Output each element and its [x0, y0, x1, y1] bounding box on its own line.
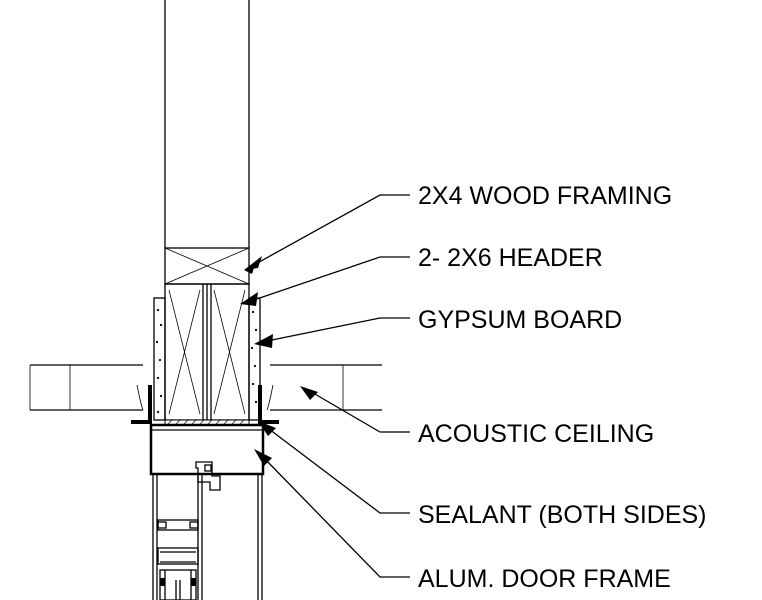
alum-door-frame-head: [149, 423, 265, 476]
label-sealant: SEALANT (BOTH SIDES): [418, 501, 707, 529]
leader-door-frame: [254, 449, 410, 578]
acoustic-ceiling-right: [270, 364, 382, 411]
label-door-frame: ALUM. DOOR FRAME: [418, 565, 671, 593]
leader-sealant: [258, 421, 410, 514]
upper-wall: [164, 0, 250, 248]
label-wood-framing: 2X4 WOOD FRAMING: [418, 182, 672, 210]
edge-trim: [131, 384, 279, 424]
header-2x6: [164, 283, 250, 421]
leader-header: [240, 256, 410, 306]
label-gypsum-board: GYPSUM BOARD: [418, 306, 622, 334]
gypsum-board-left: [153, 297, 166, 421]
alum-door-frame-jamb: [152, 461, 263, 600]
label-acoustic-ceiling: ACOUSTIC CEILING: [418, 420, 654, 448]
leader-wood-framing: [244, 194, 410, 274]
leader-gypsum: [254, 317, 410, 348]
acoustic-ceiling-left: [29, 364, 143, 411]
wood-plate-2x4: [164, 247, 250, 285]
leader-ceiling: [300, 386, 410, 433]
label-header: 2- 2X6 HEADER: [418, 244, 603, 272]
